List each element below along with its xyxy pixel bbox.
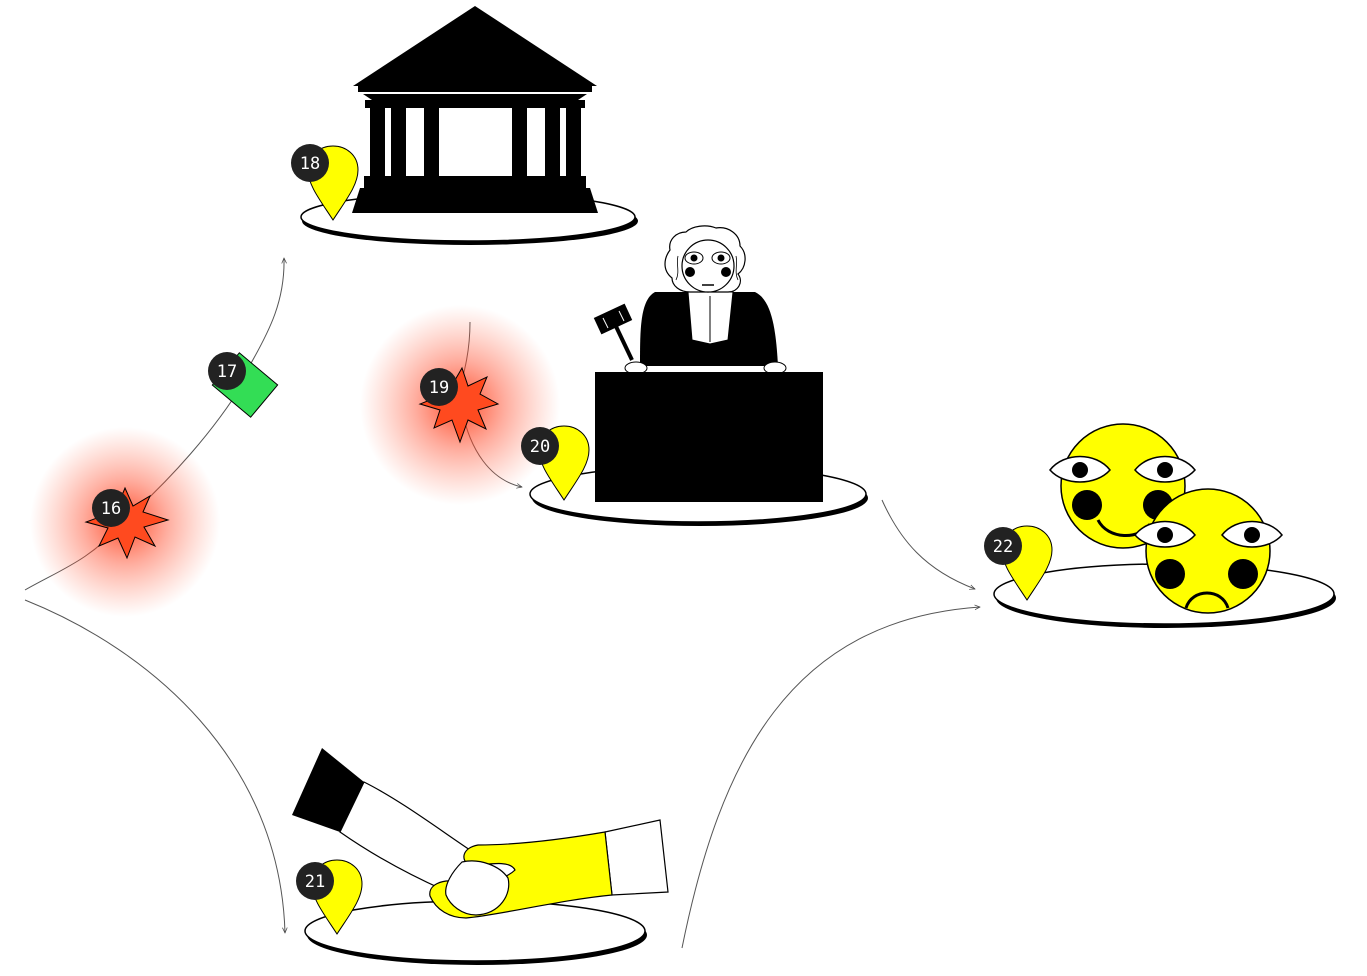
step-badges: 16 17 18 19 20 21 22 — [92, 144, 1022, 900]
badge-19: 19 — [420, 368, 458, 406]
badge-18: 18 — [291, 144, 329, 182]
courthouse-icon — [352, 6, 598, 213]
badge-20-label: 20 — [530, 437, 550, 457]
badge-17: 17 — [208, 352, 246, 390]
judge-icon — [595, 225, 823, 502]
line-21-to-22 — [681, 607, 980, 949]
badge-17-label: 17 — [217, 362, 237, 382]
line-20-to-22 — [881, 499, 975, 589]
badge-20: 20 — [521, 427, 559, 465]
badge-16-label: 16 — [101, 499, 121, 519]
line-17-to-18 — [249, 258, 284, 366]
gavel-icon — [593, 303, 634, 361]
line-start-to-21 — [24, 599, 285, 933]
badge-22: 22 — [984, 527, 1022, 565]
badge-16: 16 — [92, 489, 130, 527]
badge-21: 21 — [296, 862, 334, 900]
badge-19-label: 19 — [429, 378, 449, 398]
emoji-faces-icon — [1049, 423, 1283, 614]
badge-21-label: 21 — [305, 872, 325, 892]
badge-22-label: 22 — [993, 537, 1013, 557]
glows — [30, 305, 560, 617]
handshake-icon — [292, 748, 669, 919]
badge-18-label: 18 — [300, 154, 320, 174]
